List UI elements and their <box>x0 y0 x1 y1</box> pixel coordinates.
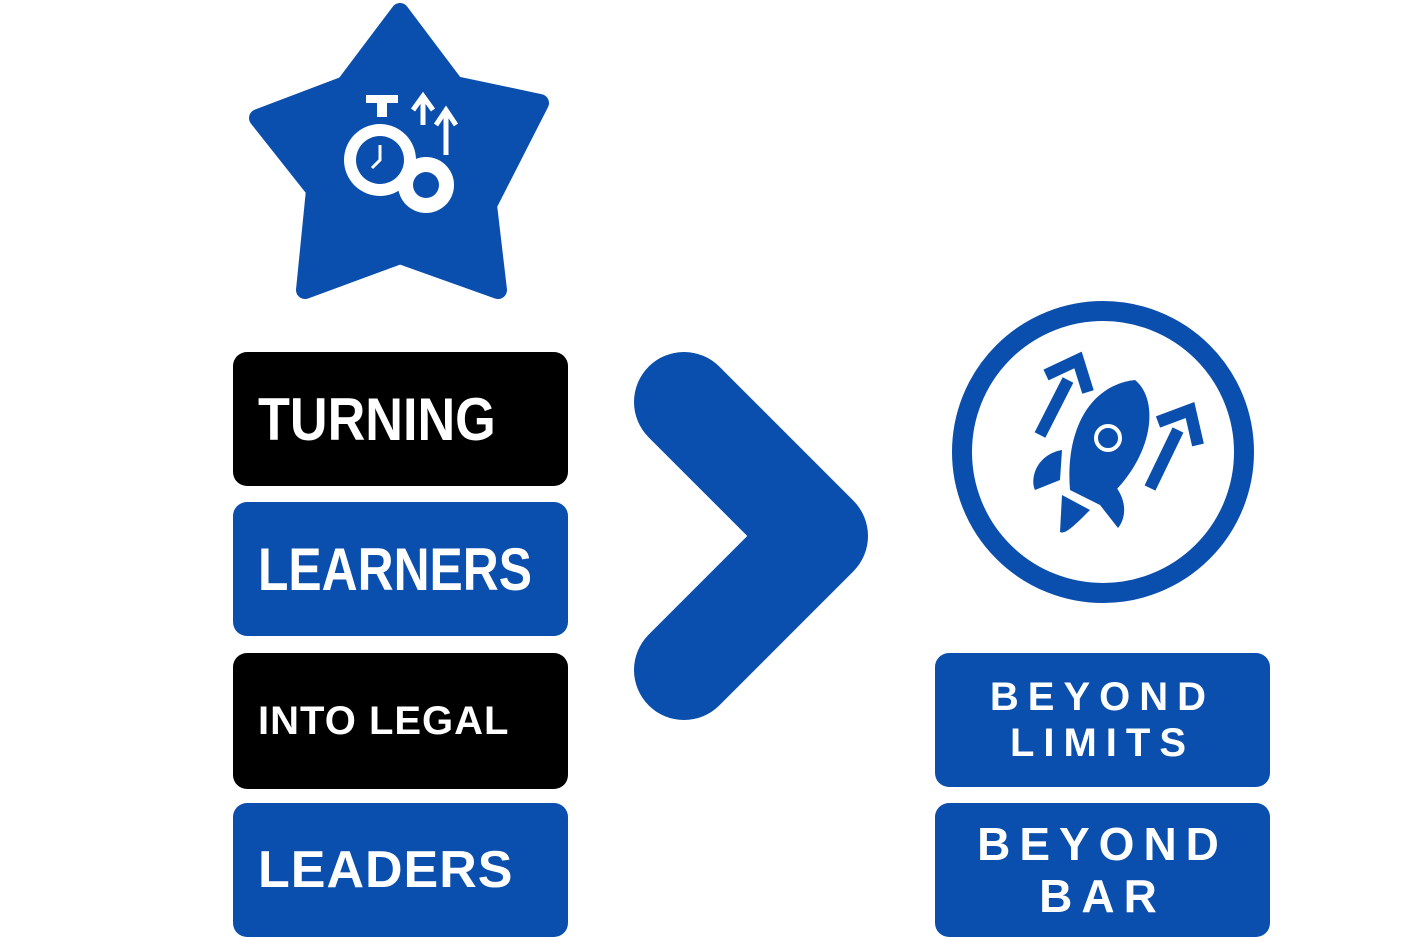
learners-label-box: LEARNERS <box>233 502 568 636</box>
leaders-label-box: LEADERS <box>233 803 568 937</box>
beyond-limits-box: BEYOND LIMITS <box>935 653 1270 787</box>
turning-text: TURNING <box>258 385 496 453</box>
beyond-limits-line2: LIMITS <box>1009 721 1196 765</box>
chevron-right-icon <box>634 352 868 720</box>
into-legal-text: INTO LEGAL <box>258 698 510 743</box>
beyond-bar-box: BEYOND BAR <box>935 803 1270 937</box>
beyond-bar-line1: BEYOND <box>977 818 1228 870</box>
beyond-limits-line1: BEYOND <box>989 675 1216 719</box>
into-legal-label-box: INTO LEGAL <box>233 653 568 789</box>
rocket-growth-icon <box>952 301 1254 603</box>
beyond-bar-line2: BAR <box>1039 870 1166 922</box>
turning-label-box: TURNING <box>233 352 568 486</box>
learners-text: LEARNERS <box>258 535 532 603</box>
leaders-text: LEADERS <box>258 841 514 899</box>
star-productivity-icon <box>249 3 549 299</box>
